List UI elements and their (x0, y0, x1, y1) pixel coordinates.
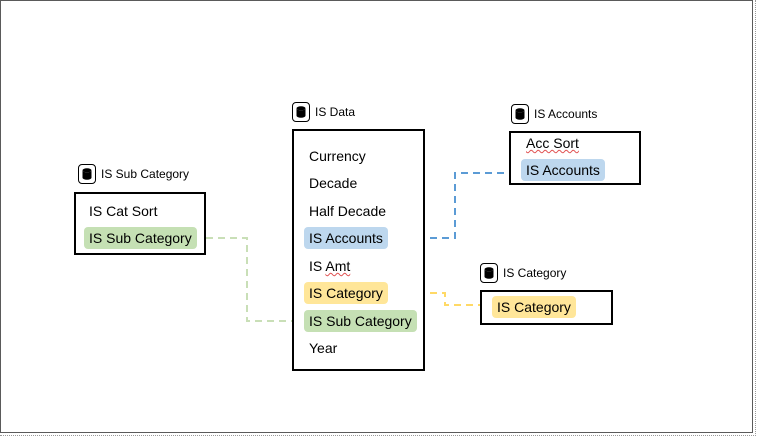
spellcheck-underline: Amt (325, 258, 351, 274)
page-border-right (755, 0, 756, 436)
field-is-amt-label: IS Amt (309, 258, 351, 274)
field-is-sub-category[interactable]: IS Sub Category (84, 227, 197, 249)
field-acc-sort[interactable]: Acc Sort (526, 135, 579, 151)
field-is-accounts[interactable]: IS Accounts (304, 227, 388, 249)
link-is-sub-category (194, 237, 305, 322)
table-title-is-sub-category: IS Sub Category (78, 163, 189, 185)
table-title-text: IS Sub Category (101, 167, 190, 181)
field-is-amt[interactable]: IS Amt (304, 255, 355, 277)
field-currency[interactable]: Currency (309, 148, 366, 164)
field-decade[interactable]: Decade (309, 175, 358, 191)
field-is-category[interactable]: IS Category (492, 296, 576, 318)
database-icon (78, 164, 96, 184)
table-title-is-category: IS Category (480, 262, 566, 284)
field-is-cat-sort[interactable]: IS Cat Sort (89, 203, 158, 219)
field-is-category[interactable]: IS Category (304, 282, 388, 304)
database-icon (511, 104, 529, 124)
database-icon (292, 102, 310, 122)
field-is-sub-category[interactable]: IS Sub Category (304, 310, 417, 332)
table-title-is-accounts: IS Accounts (511, 103, 597, 125)
table-title-text: IS Category (503, 266, 567, 280)
table-title-text: IS Accounts (534, 107, 598, 121)
database-icon (480, 263, 498, 283)
table-title-is-data: IS Data (292, 101, 355, 123)
field-is-accounts[interactable]: IS Accounts (521, 159, 605, 181)
table-title-text: IS Data (315, 105, 356, 119)
field-half-decade[interactable]: Half Decade (309, 203, 387, 219)
field-year[interactable]: Year (309, 340, 338, 356)
page-border-bottom (0, 435, 756, 436)
